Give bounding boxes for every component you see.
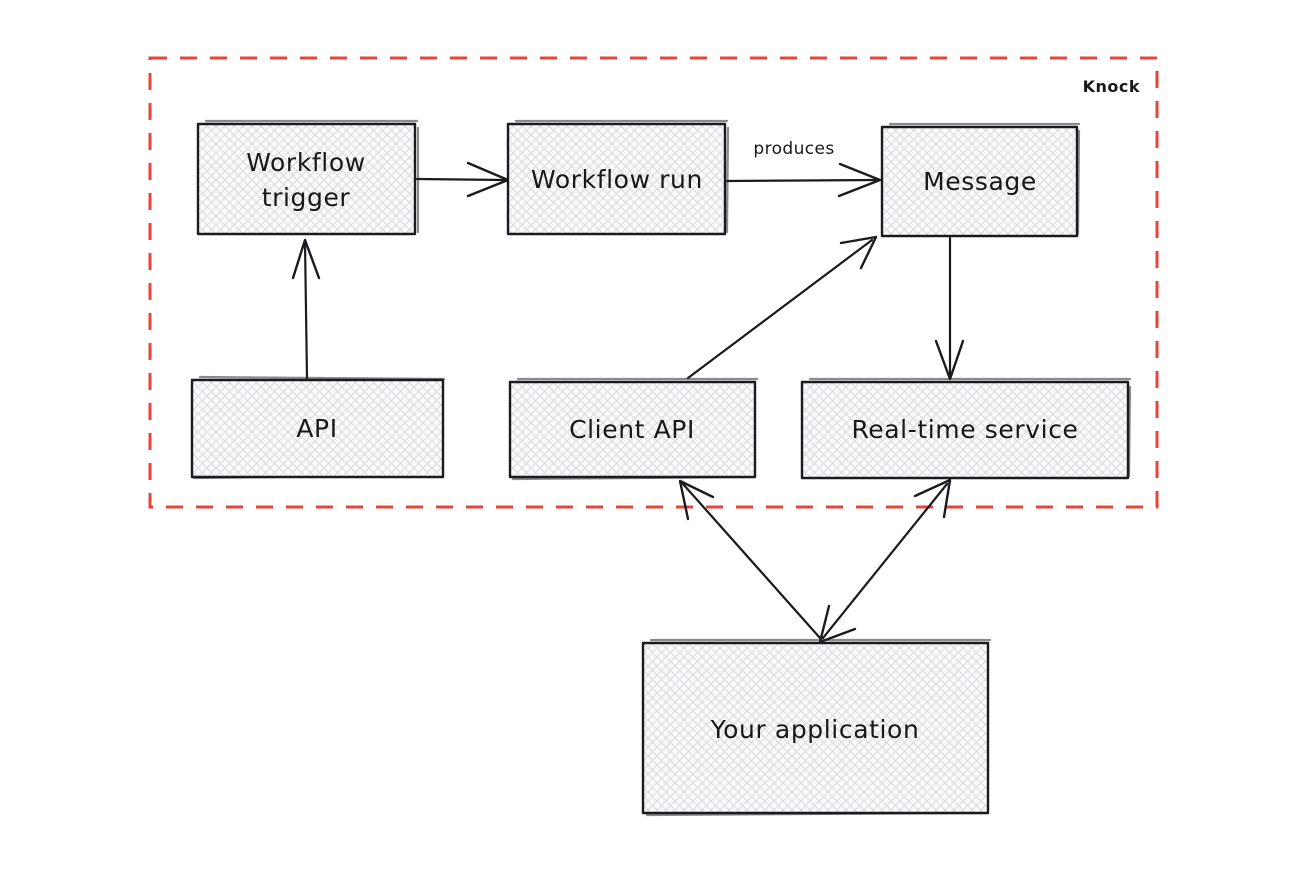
node-label-line-2: trigger	[262, 183, 351, 212]
knock-boundary-label: Knock	[1083, 77, 1140, 96]
edge-run-to-message: produces	[725, 139, 882, 198]
node-label: API	[296, 414, 337, 443]
edge-trigger-to-run	[415, 161, 510, 198]
edge-line	[303, 241, 309, 380]
edge-line	[686, 238, 874, 380]
edge-line	[681, 482, 822, 640]
node-message[interactable]: Message	[880, 122, 1081, 238]
node-shadow	[204, 119, 420, 234]
edge-line	[415, 177, 507, 182]
node-label: Message	[923, 167, 1037, 196]
edge-real-time-service-to-your-application	[818, 478, 952, 644]
node-box	[880, 125, 1079, 238]
node-box	[641, 641, 990, 815]
edge-api-to-trigger	[291, 238, 321, 380]
arrow-head-icon	[837, 162, 882, 198]
node-box	[190, 378, 445, 479]
node-shadow	[514, 119, 730, 234]
edge-message-to-real-time-service	[934, 236, 965, 381]
node-box	[508, 380, 757, 479]
arrow-head-icon	[291, 238, 321, 280]
node-label: Client API	[569, 415, 695, 444]
knock-boundary-group: Knock	[148, 56, 1159, 509]
node-box	[506, 122, 727, 236]
node-label-line-1: Workflow	[246, 148, 366, 177]
node-api[interactable]: API	[190, 375, 446, 480]
arrow-head-icon-top	[913, 478, 952, 519]
node-workflow-trigger[interactable]: Workflow trigger	[196, 119, 420, 236]
arrow-head-icon	[678, 479, 715, 521]
node-your-application[interactable]: Your application	[641, 638, 992, 817]
edge-your-application-to-client-api	[678, 479, 822, 640]
node-label: Your application	[710, 715, 920, 744]
node-box	[196, 122, 417, 236]
node-client-api[interactable]: Client API	[508, 377, 759, 481]
edge-client-api-to-message	[686, 235, 878, 380]
edge-label-produces: produces	[753, 139, 834, 159]
edge-line	[725, 178, 880, 183]
node-workflow-run[interactable]: Workflow run	[506, 119, 730, 236]
node-box	[800, 380, 1130, 480]
knock-boundary	[148, 56, 1159, 509]
node-label: Real-time service	[851, 415, 1078, 444]
node-label: Workflow run	[531, 165, 703, 194]
edge-line	[821, 482, 949, 640]
arrow-head-icon	[839, 235, 878, 270]
node-real-time-service[interactable]: Real-time service	[800, 377, 1132, 480]
